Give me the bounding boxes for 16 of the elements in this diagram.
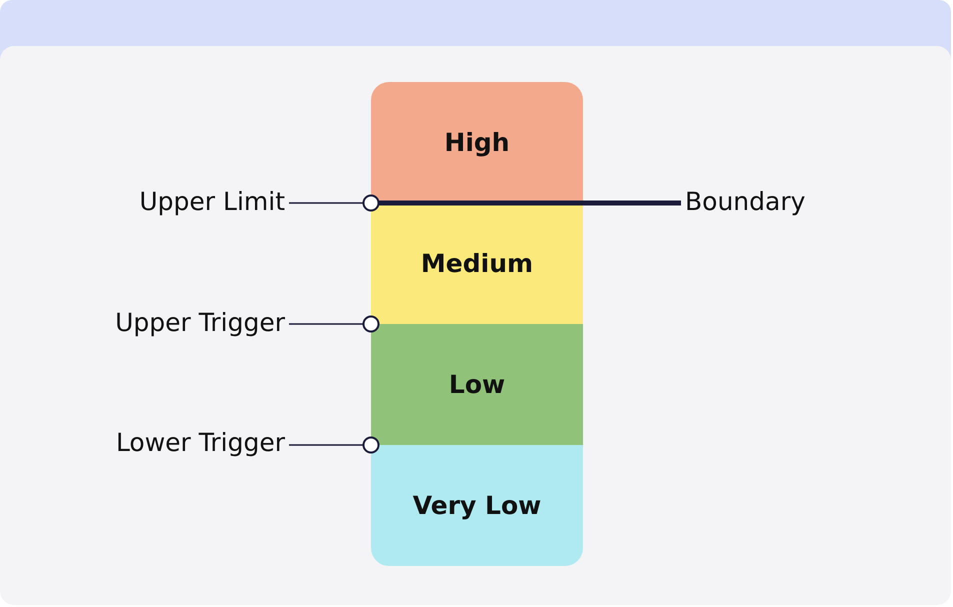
threshold-label: Upper Limit — [139, 187, 285, 217]
leader-line — [289, 194, 380, 212]
level-band — [371, 203, 583, 324]
leader-line — [289, 316, 380, 332]
threshold-label: Boundary — [685, 187, 806, 217]
level-band — [371, 82, 583, 203]
level-label: Medium — [420, 249, 534, 278]
level-band — [371, 324, 583, 445]
threshold-label: Lower Trigger — [116, 428, 285, 458]
level-label: Low — [448, 370, 506, 399]
level-label: High — [444, 128, 510, 157]
level-band — [371, 445, 583, 566]
level-label: Very Low — [412, 491, 542, 520]
threshold-label: Upper Trigger — [115, 308, 285, 338]
boundary-line — [378, 200, 681, 206]
leader-line — [289, 436, 380, 454]
